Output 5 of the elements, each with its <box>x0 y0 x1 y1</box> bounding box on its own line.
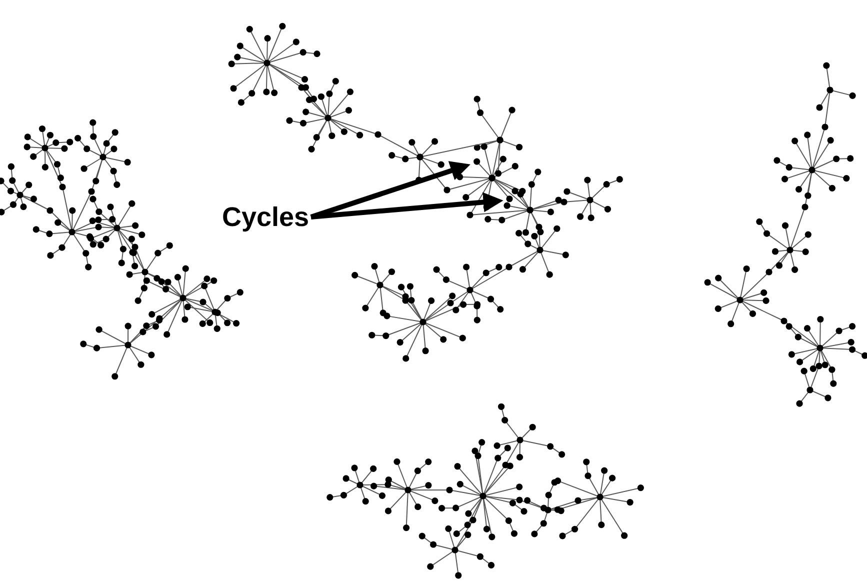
annotation-label: Cycles <box>222 202 310 232</box>
graph-cycle <box>466 174 534 218</box>
arrow <box>310 161 470 220</box>
arrow <box>310 192 504 220</box>
graph-cycle <box>416 136 504 194</box>
